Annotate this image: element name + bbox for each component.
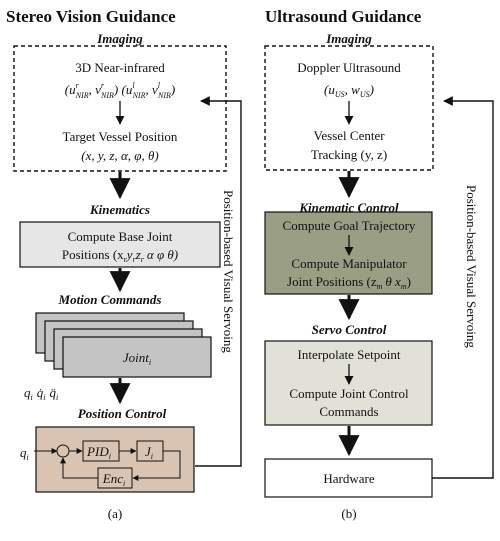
compute-base-line1: Compute Base Joint [68, 229, 173, 244]
qi-input: qi [20, 445, 29, 462]
caption-b: (b) [341, 506, 356, 521]
motion-label: Motion Commands [58, 292, 162, 307]
joint-control-line1: Compute Joint Control [289, 386, 409, 401]
manip-line1: Compute Manipulator [291, 256, 407, 271]
right-feedback-label: Position-based Visual Servoing [464, 185, 479, 348]
doppler-title: Doppler Ultrasound [297, 60, 401, 75]
enc-to-sum-feedback [60, 457, 98, 479]
servo-control-label: Servo Control [312, 322, 387, 337]
right-imaging-label: Imaging [325, 31, 372, 46]
j-label: Ji [145, 444, 153, 461]
nir-title: 3D Near-infrared [75, 60, 165, 75]
caption-a: (a) [108, 506, 122, 521]
left-imaging-box [13, 45, 227, 172]
doppler-coordinates: (uUS, wUS) [324, 82, 374, 99]
compute-base-box [19, 221, 221, 268]
vessel-line2: Tracking (y, z) [311, 147, 387, 162]
position-control-label: Position Control [78, 406, 167, 421]
right-title: Ultrasound Guidance [265, 7, 422, 26]
kinematic-control-label: Kinematic Control [298, 200, 399, 215]
j-to-enc-feedback [132, 450, 181, 481]
right-feedback-line [432, 96, 494, 479]
right-imaging-box [264, 45, 434, 171]
joint-control-line2: Commands [319, 404, 378, 419]
kinematics-label: Kinematics [89, 202, 150, 217]
left-imaging-label: Imaging [96, 31, 143, 46]
joint-box [62, 336, 212, 378]
hardware-box [264, 458, 433, 498]
enc-label: Enci [102, 471, 125, 488]
hardware-label: Hardware [323, 471, 374, 486]
pid-label: PIDi [86, 444, 111, 461]
target-coordinates: (x, y, z, α, φ, θ) [81, 148, 158, 163]
left-feedback-label: Position-based Visual Servoing [221, 190, 236, 353]
interpolate-setpoint: Interpolate Setpoint [298, 347, 401, 362]
joint-label: Jointi [123, 350, 151, 367]
left-feedback-line [195, 96, 242, 467]
vessel-line1: Vessel Center [313, 128, 385, 143]
left-title: Stereo Vision Guidance [6, 7, 176, 26]
goal-trajectory: Compute Goal Trajectory [283, 218, 416, 233]
target-title: Target Vessel Position [63, 129, 178, 144]
